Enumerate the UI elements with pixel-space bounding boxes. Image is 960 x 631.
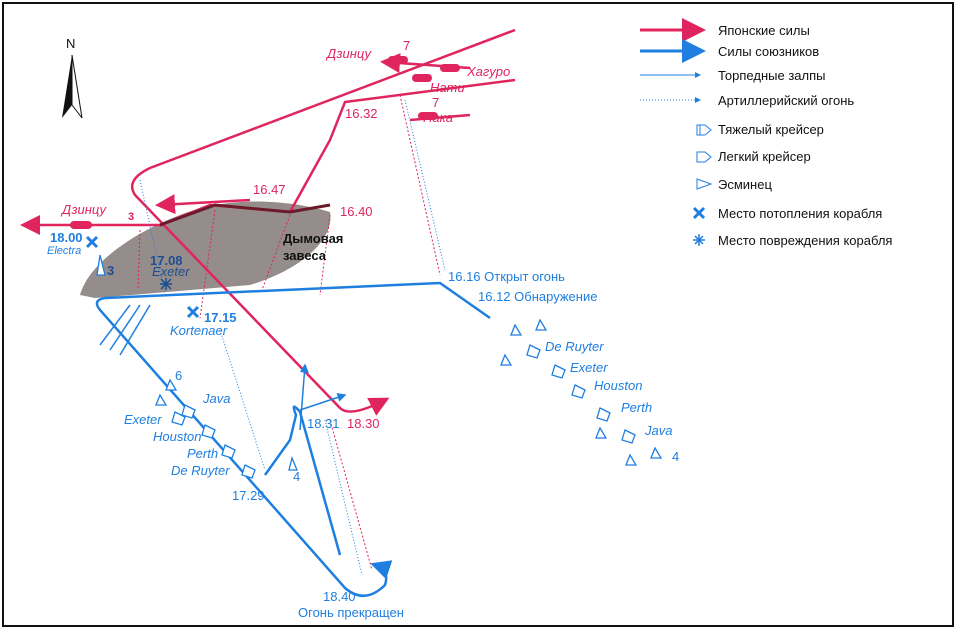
heavy-cruiser-icon xyxy=(696,124,712,136)
ship-label: Perth xyxy=(187,446,218,461)
count-label: 3 xyxy=(107,263,114,278)
smoke-label: завеса xyxy=(283,248,327,263)
ship-label: Perth xyxy=(621,400,652,415)
compass-label: N xyxy=(66,36,75,51)
time-label: 17.29 xyxy=(232,488,265,503)
ship-label: Java xyxy=(644,423,672,438)
sinking-cross-icon xyxy=(692,206,706,220)
destroyer-icon xyxy=(696,178,713,190)
legend-label: Легкий крейсер xyxy=(718,149,811,164)
time-label: 18.00 xyxy=(50,230,83,245)
count-label: 4 xyxy=(293,469,300,484)
ship-label: Electra xyxy=(47,245,81,257)
time-label: 18.31 xyxy=(307,416,340,431)
smoke-label: Дымовая xyxy=(283,231,343,246)
legend-label: Японские силы xyxy=(718,23,810,38)
count-label: 7 xyxy=(432,95,439,110)
allied-ships xyxy=(96,254,663,479)
japanese-ships xyxy=(70,56,460,229)
smoke-screen xyxy=(80,201,331,298)
ship-label: Нака xyxy=(423,110,453,125)
ship-label: De Ruyter xyxy=(171,463,230,478)
legend-label: Место потопления корабля xyxy=(718,206,882,221)
allied-secondary-tracks xyxy=(99,304,347,431)
ship-label: Хагуро xyxy=(466,64,510,79)
time-label: 16.16 Открыт огонь xyxy=(448,269,565,284)
north-arrow-icon xyxy=(62,54,83,119)
legend: Японские силы Силы союзников Торпедные з… xyxy=(640,18,892,248)
legend-label: Эсминец xyxy=(718,177,772,192)
legend-label: Место повреждения корабля xyxy=(718,233,892,248)
allied-tracks xyxy=(95,281,491,597)
count-label: 4 xyxy=(672,449,679,464)
ship-label: Houston xyxy=(594,378,642,393)
track-in-smoke xyxy=(159,203,331,227)
ship-label: Exeter xyxy=(152,264,190,279)
status-label: Огонь прекращен xyxy=(298,605,404,620)
time-label: 16.12 Обнаружение xyxy=(478,289,597,304)
artillery-fire-lines xyxy=(137,94,441,571)
damage-star-icon xyxy=(160,278,172,290)
count-label: 3 xyxy=(128,211,134,223)
time-label: 16.32 xyxy=(345,106,378,121)
legend-label: Торпедные залпы xyxy=(718,68,825,83)
time-label: 17.08 xyxy=(150,253,183,268)
ship-label: Kortenaer xyxy=(170,323,228,338)
ship-label: Java xyxy=(202,391,230,406)
legend-label: Артиллерийский огонь xyxy=(718,93,854,108)
sinking-cross-icon xyxy=(85,235,200,319)
ship-label: Нати xyxy=(430,80,465,95)
time-label: 16.40 xyxy=(340,204,373,219)
count-label: 7 xyxy=(403,38,410,53)
legend-label: Силы союзников xyxy=(718,44,819,59)
ship-label: Exeter xyxy=(570,360,608,375)
torpedo-lines xyxy=(139,99,446,576)
time-label: 18.30 xyxy=(347,416,380,431)
light-cruiser-icon xyxy=(696,151,712,163)
time-label: 18.40 xyxy=(323,589,356,604)
ship-label: Дзинцу xyxy=(60,202,107,217)
time-label: 16.47 xyxy=(253,182,286,197)
ship-label: De Ruyter xyxy=(545,339,604,354)
legend-label: Тяжелый крейсер xyxy=(718,122,824,137)
ship-label: Дзинцу xyxy=(325,46,372,61)
count-label: 6 xyxy=(175,368,182,383)
time-label: 17.15 xyxy=(204,310,237,325)
damage-star-icon xyxy=(693,234,705,246)
ship-label: Exeter xyxy=(124,412,162,427)
ship-label: Houston xyxy=(153,429,201,444)
